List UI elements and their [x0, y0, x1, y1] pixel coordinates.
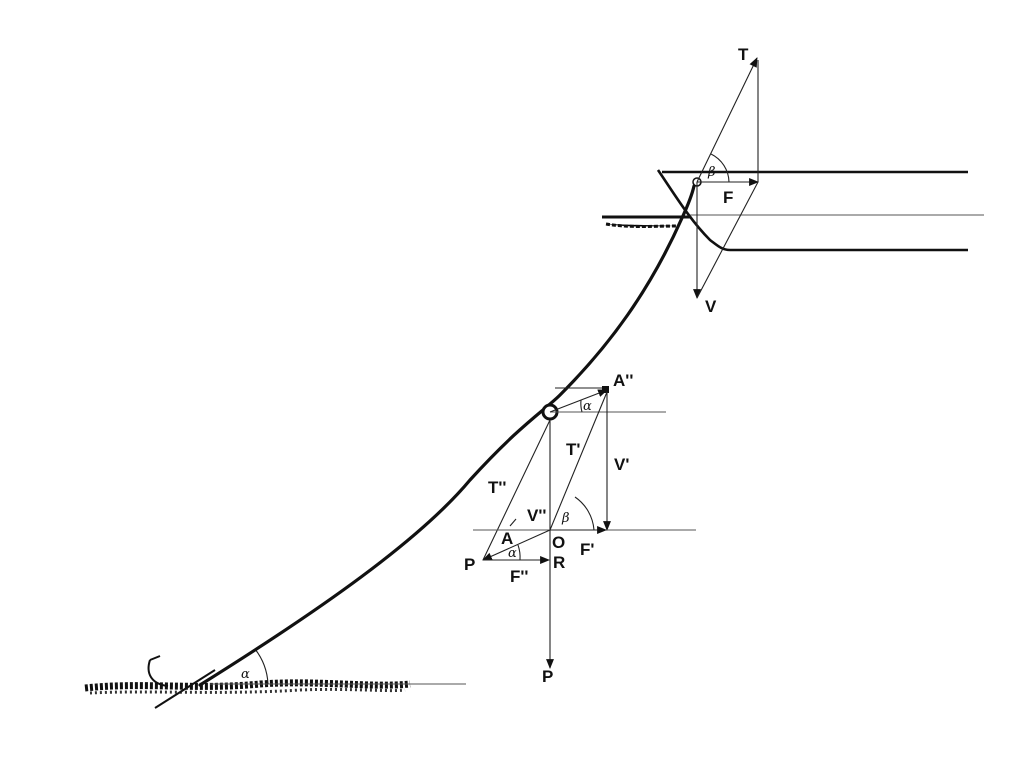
label-T1: T' [566, 440, 580, 459]
force-T1-line [549, 391, 608, 531]
anchor-chain [198, 184, 696, 687]
label-O: O [552, 533, 565, 552]
label-T2: T'' [488, 478, 506, 497]
force-T-arrow [696, 57, 758, 183]
label-P-left: P [464, 555, 475, 574]
beta-label-top: β [707, 165, 716, 180]
label-F1: F' [580, 540, 594, 559]
alpha-label-upper: α [583, 399, 592, 414]
label-V2: V'' [527, 506, 546, 525]
force-A2-arrow [549, 389, 608, 413]
hawse-force-parallelogram: β T F V [692, 45, 759, 316]
label-V1: V' [614, 455, 629, 474]
seabed [84, 679, 466, 695]
mid-chain-force-analysis: α A'' β T' V' T'' V'' α A O F' P F'' R P [464, 371, 696, 686]
anchor [147, 655, 216, 709]
ship-hull [602, 169, 984, 252]
beta-arc-top [710, 153, 730, 183]
label-V: V [705, 297, 717, 316]
label-A2: A'' [613, 371, 633, 390]
alpha-label-seabed: α [241, 667, 250, 682]
force-T2-line [482, 419, 551, 561]
seabed-angle-alpha: α [241, 648, 269, 685]
label-T: T [738, 45, 749, 64]
label-P-bottom: P [542, 667, 553, 686]
label-F: F [723, 188, 733, 207]
beta-label-mid: β [561, 511, 570, 526]
alpha-label-lower: α [508, 546, 517, 561]
force-A-arrow [482, 529, 551, 561]
label-A: A [501, 529, 513, 548]
label-F2: F'' [510, 567, 528, 586]
beta-arc-mid [574, 496, 595, 531]
label-R: R [553, 553, 565, 572]
